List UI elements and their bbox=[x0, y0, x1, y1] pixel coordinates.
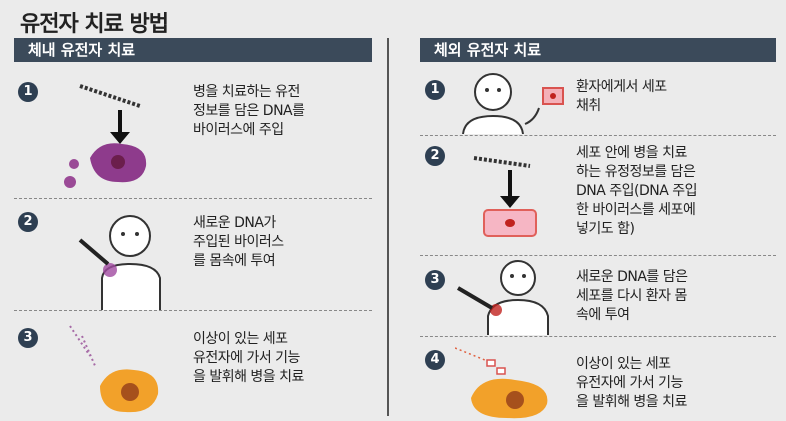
person-injection-illustration bbox=[456, 260, 549, 335]
step-text: 이상이 있는 세포 유전자에 가서 기능 을 발휘해 병을 치료 bbox=[576, 356, 687, 410]
divider bbox=[14, 198, 372, 199]
step-number: 4 bbox=[425, 350, 445, 370]
column-divider bbox=[387, 38, 389, 416]
cell-treatment-illustration bbox=[455, 347, 548, 419]
step-text: 새로운 DNA를 담은 세포를 다시 환자 몸 속에 투여 bbox=[576, 269, 688, 323]
person-injection-illustration bbox=[78, 215, 161, 310]
step-text: 세포 안에 병을 치료 하는 유정정보를 담은 DNA 주입(DNA 주입 한 … bbox=[576, 145, 698, 237]
step-number: 3 bbox=[18, 328, 38, 348]
in-vivo-header: 체내 유전자 치료 bbox=[14, 38, 372, 62]
step-text: 이상이 있는 세포 유전자에 가서 기능 을 발휘해 병을 치료 bbox=[193, 331, 304, 385]
step-number: 1 bbox=[425, 80, 445, 100]
divider bbox=[14, 310, 372, 311]
cell-treatment-illustration bbox=[69, 325, 159, 413]
step-number: 2 bbox=[425, 146, 445, 166]
step-number: 1 bbox=[18, 82, 38, 102]
page-title: 유전자 치료 방법 bbox=[20, 12, 169, 37]
dna-virus-illustration bbox=[64, 84, 147, 188]
divider bbox=[420, 336, 776, 337]
step-text: 환자에게서 세포 채취 bbox=[576, 79, 667, 114]
divider bbox=[420, 255, 776, 256]
step-number: 3 bbox=[425, 270, 445, 290]
ex-vivo-header: 체외 유전자 치료 bbox=[420, 38, 776, 62]
cell-extraction-illustration bbox=[462, 73, 564, 134]
step-text: 새로운 DNA가 주입된 바이러스 를 몸속에 투여 bbox=[193, 215, 284, 269]
dna-cell-injection-illustration bbox=[473, 156, 537, 237]
step-number: 2 bbox=[18, 212, 38, 232]
step-text: 병을 치료하는 유전 정보를 담은 DNA를 바이러스에 주입 bbox=[193, 84, 305, 138]
divider bbox=[420, 135, 776, 136]
